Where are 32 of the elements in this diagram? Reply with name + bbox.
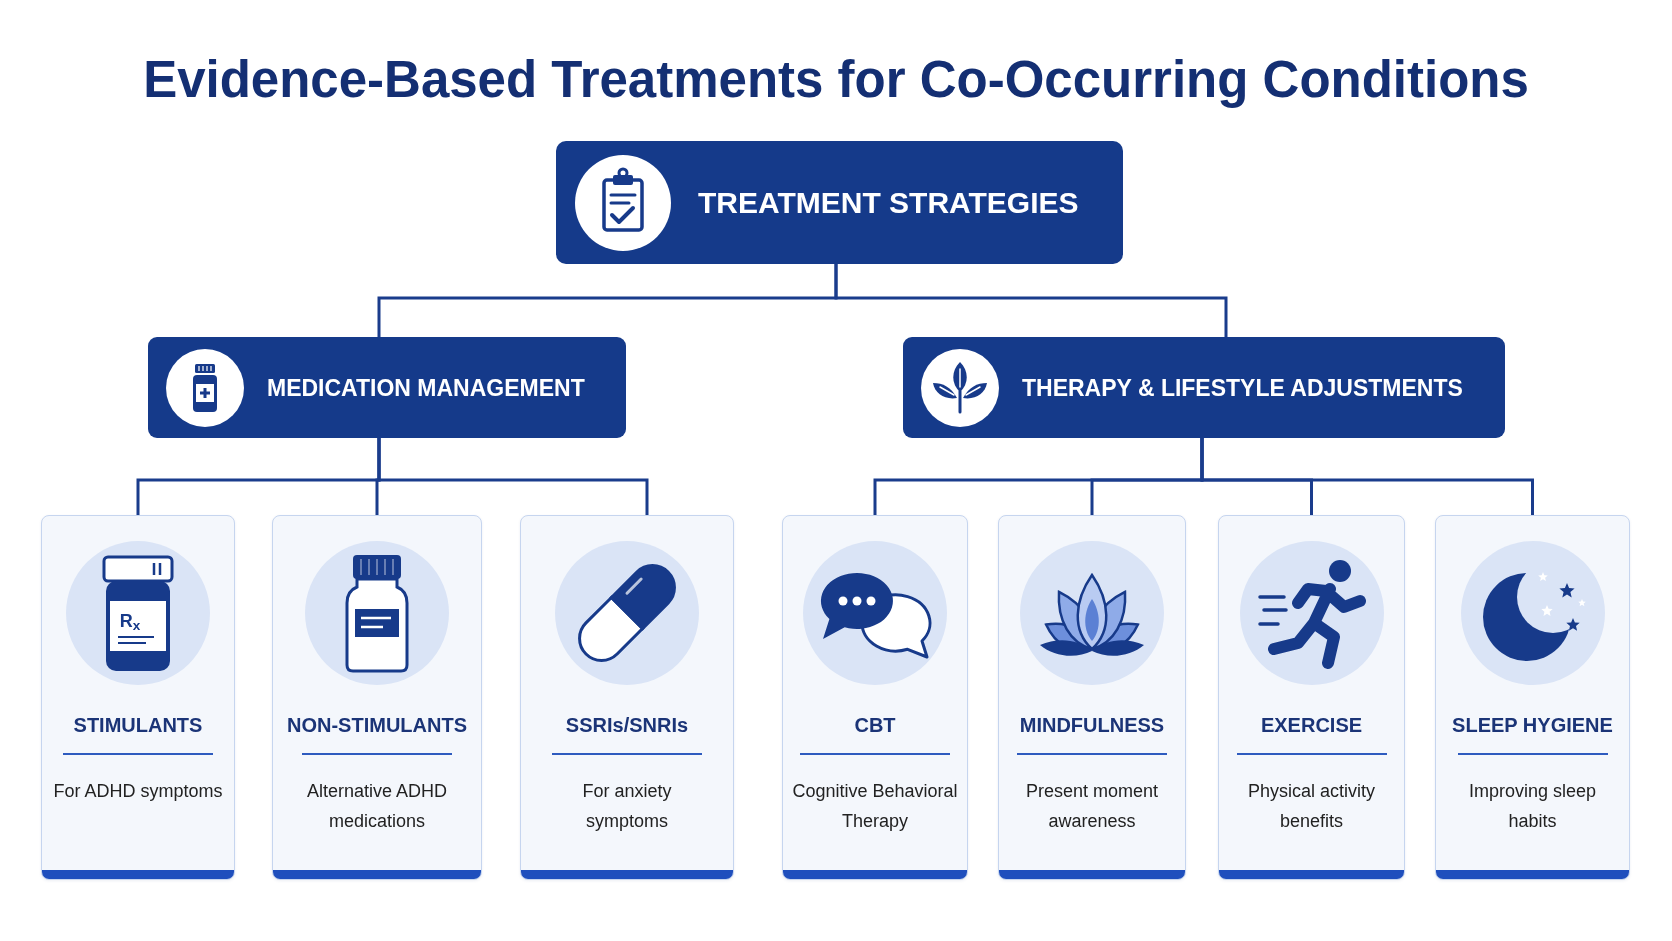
category-header-box [148, 337, 626, 438]
treatment-card [782, 515, 968, 880]
category-header-box [903, 337, 1505, 438]
card-description: Physical activity benefits [1246, 780, 1376, 833]
category-title: THERAPY & LIFESTYLE ADJUSTMENTS [1022, 373, 1463, 402]
connector-line [834, 264, 1228, 337]
card-description: Cognitive Behavioral Therapy [791, 780, 959, 833]
card-description: Improving sleep habits [1467, 780, 1598, 833]
card-title: NON-STIMULANTS [287, 713, 467, 737]
treatment-card [272, 515, 482, 880]
treatment-card [1435, 515, 1630, 880]
rx-label: R$_{x}$ [119, 611, 141, 631]
card-title: MINDFULNESS [1019, 713, 1165, 737]
card-description: For anxiety symptoms [581, 780, 673, 833]
connector-line [1200, 438, 1534, 515]
connector-line [377, 438, 649, 515]
treatment-card [998, 515, 1186, 880]
treatment-card [1218, 515, 1405, 880]
treatment-card [41, 515, 235, 880]
treatment-card [520, 515, 734, 880]
card-description: Present moment awareness [1024, 780, 1160, 833]
root-header-box [556, 141, 1123, 264]
card-description: For ADHD symptoms [53, 780, 223, 803]
card-title: EXERCISE [1260, 713, 1363, 737]
header-title: TREATMENT STRATEGIES [698, 184, 1079, 221]
category-title: MEDICATION MANAGEMENT [267, 373, 585, 402]
card-title: STIMULANTS [73, 713, 203, 737]
card-title: SLEEP HYGIENE [1452, 713, 1613, 737]
card-description: Alternative ADHD medications [305, 780, 449, 833]
card-title: CBT [854, 713, 896, 737]
diagram-title: Evidence-Based Treatments for Co-Occurring Conditions [143, 50, 1529, 110]
card-title: SSRIs/SNRIs [565, 713, 689, 737]
